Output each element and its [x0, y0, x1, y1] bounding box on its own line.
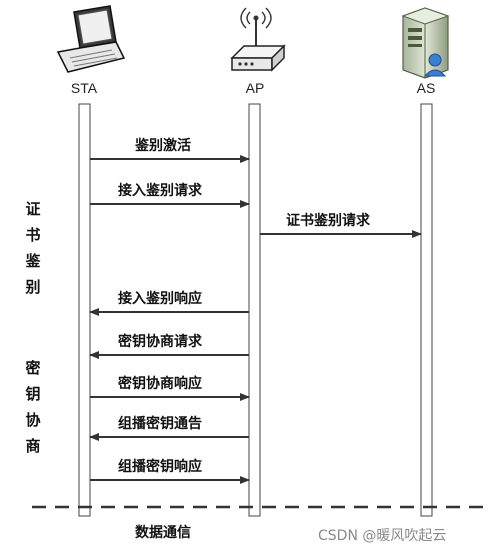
msg-label-key-nego-request: 密钥协商请求 — [118, 334, 202, 350]
sta-lifeline — [78, 103, 91, 517]
laptop-icon — [56, 5, 126, 73]
ap-label: AP — [245, 80, 265, 96]
as-lifeline — [420, 103, 433, 517]
msg-label-group-key-notice: 组播密钥通告 — [118, 416, 202, 432]
ap-lifeline — [248, 103, 261, 517]
msg-label-auth-activate: 鉴别激活 — [135, 138, 191, 154]
msg-label-group-key-response: 组播密钥响应 — [118, 459, 202, 475]
csdn-watermark: CSDN @暖风吹起云 — [318, 528, 447, 544]
msg-label-key-nego-response: 密钥协商响应 — [118, 376, 202, 392]
phase-cert-auth: 证书鉴别 — [25, 200, 41, 296]
router-icon — [230, 7, 286, 72]
msg-label-access-auth-response: 接入鉴别响应 — [118, 291, 202, 307]
sta-label: STA — [70, 80, 98, 96]
server-icon — [401, 7, 450, 79]
msg-label-access-auth-request: 接入鉴别请求 — [118, 183, 202, 199]
msg-label-cert-auth-request: 证书鉴别请求 — [286, 213, 370, 229]
data-comm-label: 数据通信 — [135, 525, 191, 541]
phase-key-negotiation: 密钥协商 — [25, 359, 41, 455]
as-label: AS — [416, 80, 436, 96]
